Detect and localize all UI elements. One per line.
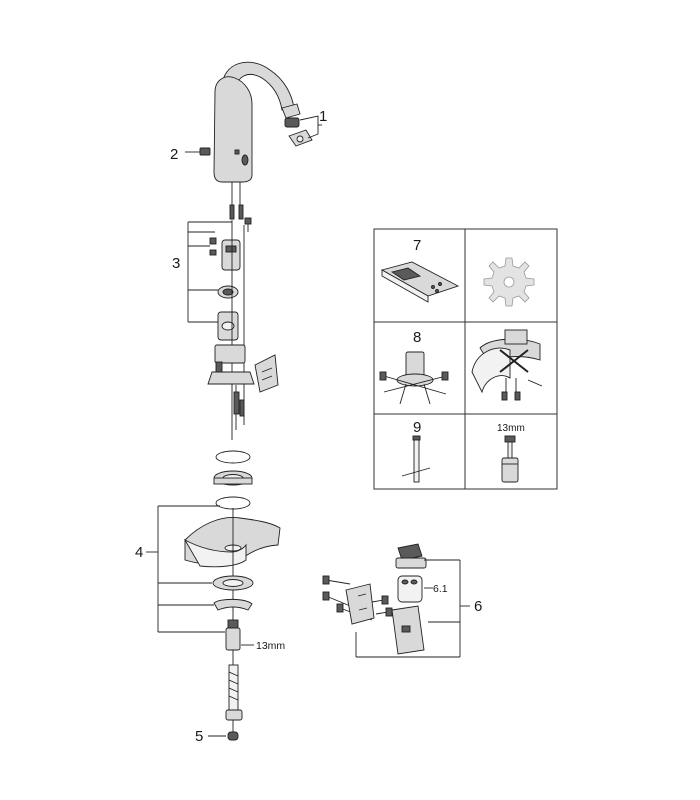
prohibited-rotation-icon [471,329,543,401]
label-part-2: 2 [170,146,178,163]
cell-socket-13mm: 13mm [497,423,525,483]
label-13mm-nut: 13mm [256,640,285,652]
supply-hoses [229,182,252,232]
label-part-5: 5 [195,728,203,745]
label-part-6: 6 [474,598,482,615]
cell-t-key: 9 [401,419,431,483]
label-part-4: 4 [135,544,143,561]
threaded-rod [225,650,243,741]
label-part-1: 1 [319,108,327,125]
gasket-set [213,450,253,510]
nut-washers [212,575,254,651]
gear-icon [483,257,535,307]
service-panel [373,228,558,490]
label-part-7: 7 [413,237,421,254]
countertop-section [183,508,281,620]
cell-remote-control: 7 [380,237,460,303]
aerator-parts [284,115,322,147]
mounting-assembly [207,220,279,440]
label-socket-13mm: 13mm [497,423,525,434]
label-part-8: 8 [413,329,421,346]
set-screw [185,147,211,156]
battery-box-assembly [355,543,470,658]
label-part-6-1: 6.1 [433,583,448,595]
connector-group [187,221,241,341]
label-part-9: 9 [413,419,421,436]
faucet-body [213,61,301,183]
cell-cartridge: 8 [379,329,449,405]
group-4-bracket [146,505,225,633]
label-part-3: 3 [172,255,180,272]
wall-bracket-screws [322,575,393,625]
